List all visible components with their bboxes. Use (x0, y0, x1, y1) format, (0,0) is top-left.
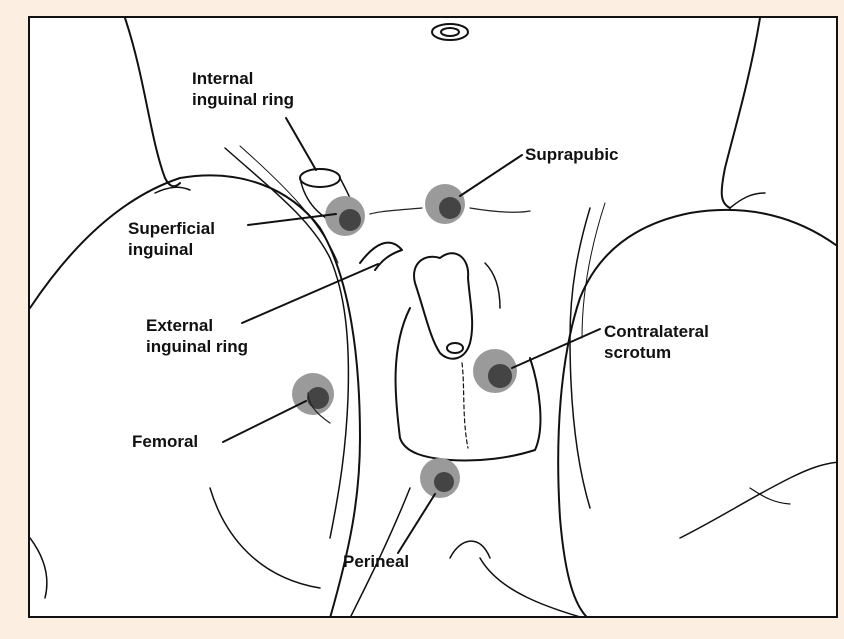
label-line: inguinal ring (146, 336, 248, 357)
label-line: Femoral (132, 431, 198, 452)
label-line: Superficial (128, 218, 215, 239)
internal-ring-shape (300, 169, 340, 187)
left-flank-outline (125, 18, 180, 186)
label-line: inguinal ring (192, 89, 294, 110)
label-superficial-inguinal: Superficial inguinal (128, 218, 215, 260)
label-line: Perineal (343, 551, 409, 572)
label-line: scrotum (604, 342, 709, 363)
label-line: inguinal (128, 239, 215, 260)
navel (432, 24, 468, 40)
label-line: Internal (192, 68, 294, 89)
label-suprapubic: Suprapubic (525, 144, 619, 165)
label-perineal: Perineal (343, 551, 409, 572)
label-contralateral-scrotum: Contralateral scrotum (604, 321, 709, 363)
label-line: External (146, 315, 248, 336)
label-femoral: Femoral (132, 431, 198, 452)
label-external-inguinal-ring: External inguinal ring (146, 315, 248, 357)
label-line: Suprapubic (525, 144, 619, 165)
right-thigh-outline (558, 210, 838, 618)
penis-outline (414, 253, 472, 359)
scrotum-outline (396, 308, 541, 461)
right-flank-outline (722, 18, 760, 208)
label-internal-inguinal-ring: Internal inguinal ring (192, 68, 294, 110)
label-line: Contralateral (604, 321, 709, 342)
hernia-bulges (292, 184, 517, 498)
external-ring-shape (360, 243, 402, 270)
diagram-frame: Internal inguinal ring Suprapubic Superf… (28, 16, 838, 618)
